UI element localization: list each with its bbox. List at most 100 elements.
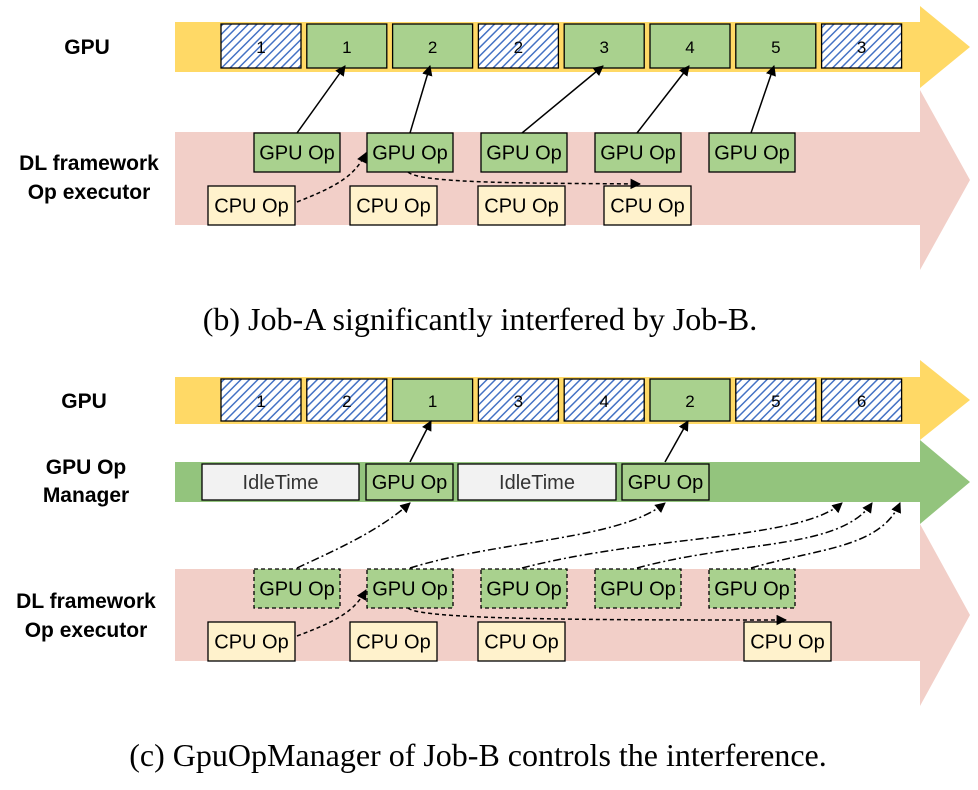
panel-c-gpu-op-2-label: GPU Op <box>372 579 448 601</box>
arrow-c-cpu-to-gpu <box>296 589 367 637</box>
panel-c-manager-item-2-box <box>365 463 454 501</box>
panel-b-cpu-op-1-box <box>207 185 296 226</box>
panel-c-manager-item-1-box <box>201 463 360 501</box>
arrow-c-op2-to-manager <box>409 502 666 569</box>
panel-c-manager-item-4-box <box>621 463 710 501</box>
panel-c-manager-item-1-label: IdleTime <box>243 472 319 494</box>
panel-c-gpu-slot-4-label: 3 <box>514 392 523 411</box>
panel-c-manager-item-2-label: GPU Op <box>372 472 448 494</box>
panel-b-cpu-ops: CPU Op CPU Op CPU Op CPU Op <box>207 185 692 226</box>
arrow-b-op5-to-slot5 <box>750 65 776 134</box>
panel-b-gpu-slot-5: 3 <box>563 23 645 69</box>
arrow-b-gpu-to-cpu <box>407 171 642 190</box>
panel-c-gpu-label: GPU <box>61 390 107 413</box>
panel-c-manager-label-line1: GPU Op <box>46 456 127 479</box>
panel-b-gpu-op-1: GPU Op <box>253 132 341 173</box>
panel-b-gpu-slot-1-box <box>220 23 302 69</box>
panel-b-gpu-op-3-label: GPU Op <box>486 143 562 165</box>
panel-b-gpu-op-4-box <box>594 132 682 173</box>
arrow-c-manager-op1-to-slot <box>409 420 432 463</box>
panel-c-gpu-slot-1: 1 <box>220 378 302 422</box>
panel-b-cpu-op-2: CPU Op <box>349 185 438 226</box>
panel-c-gpu-op-1-box <box>253 568 341 609</box>
panel-c-gpu-slot-3-label: 1 <box>428 392 437 411</box>
panel-c-gpu-slot-6-box <box>649 378 731 422</box>
panel-b-arrows <box>296 64 776 203</box>
panel-c-manager-label-line2: Manager <box>43 484 129 507</box>
panel-c-manager-item-2: GPU Op <box>365 463 454 501</box>
panel-c-manager-item-3-label: IdleTime <box>499 472 575 494</box>
panel-c-gpu-op-1: GPU Op <box>253 568 341 609</box>
panel-c-gpu-slot-2: 2 <box>306 378 388 422</box>
panel-b-caption: (b) Job-A significantly interfered by Jo… <box>203 301 758 337</box>
panel-c-gpu-slot-4: 3 <box>477 378 560 422</box>
panel-b-executor-label-line2: Op executor <box>28 181 151 204</box>
panel-c-executor-label-line1: DL framework <box>16 590 156 613</box>
panel-c-cpu-op-1-box <box>207 621 296 662</box>
panel-b-cpu-op-3-box <box>477 185 566 226</box>
panel-c-gpu-slot-5-box <box>563 378 645 422</box>
panel-b-executor-label-line1: DL framework <box>19 152 159 175</box>
panel-c-cpu-op-4-label: CPU Op <box>750 632 824 654</box>
arrow-b-op3-to-slot3 <box>521 65 604 134</box>
panel-c-gpu-op-3-box <box>480 568 568 609</box>
panel-b-cpu-op-4: CPU Op <box>603 185 692 226</box>
panel-b-gpu-slot-3-label: 2 <box>428 38 437 57</box>
panel-c-cpu-op-2-label: CPU Op <box>356 632 430 654</box>
arrow-c-op3-to-manager <box>521 502 843 569</box>
panel-c-manager-item-3: IdleTime <box>457 463 617 501</box>
panel-c-gpu-slot-4-box <box>477 378 560 422</box>
panel-c-cpu-op-4: CPU Op <box>743 621 832 662</box>
panel-c-manager-item-4: GPU Op <box>621 463 710 501</box>
panel-b-gpu-slot-7: 5 <box>735 23 817 69</box>
panel-c-gpu-slot-2-label: 2 <box>342 392 351 411</box>
panel-c-manager-items: IdleTime GPU Op IdleTime GPU Op <box>201 463 710 501</box>
panel-b-gpu-op-2-box <box>366 132 454 173</box>
panel-b-gpu-op-1-label: GPU Op <box>259 143 335 165</box>
panel-c-cpu-op-1: CPU Op <box>207 621 296 662</box>
arrow-b-op2-to-slot2 <box>409 64 433 134</box>
panel-b-cpu-op-1-label: CPU Op <box>214 196 288 218</box>
panel-c-executor-label-line2: Op executor <box>25 619 148 642</box>
panel-c-cpu-op-3-box <box>477 621 566 662</box>
panel-c-caption: (c) GpuOpManager of Job-B controls the i… <box>129 737 827 773</box>
panel-b-gpu-label: GPU <box>64 36 110 59</box>
panel-b-gpu-slot-1: 1 <box>220 23 302 69</box>
panel-c: GPU GPU Op Manager DL framework Op execu… <box>16 360 970 773</box>
panel-c-gpu-slot-5-label: 4 <box>599 392 608 411</box>
panel-b-gpu-op-4: GPU Op <box>594 132 682 173</box>
panel-c-gpu-slot-8: 6 <box>820 378 903 422</box>
panel-c-gpu-op-1-label: GPU Op <box>259 579 335 601</box>
panel-c-gpu-slot-3: 1 <box>391 378 474 422</box>
arrow-c-op1-to-manager <box>296 502 411 569</box>
panel-b-gpu-slot-4-box <box>477 23 560 69</box>
arrow-b-cpu-to-gpu <box>296 152 367 203</box>
panel-b-cpu-op-3-label: CPU Op <box>484 196 558 218</box>
panel-c-gpu-slot-8-box <box>820 378 903 422</box>
panel-b-gpu-slot-2: 1 <box>306 23 388 69</box>
panel-b-gpu-op-4-label: GPU Op <box>600 143 676 165</box>
panel-c-gpu-slot-7: 5 <box>735 378 817 422</box>
panel-b-gpu-slot-8: 3 <box>820 23 903 69</box>
panel-b-gpu-op-2: GPU Op <box>366 132 454 173</box>
panel-c-gpu-slot-7-box <box>735 378 817 422</box>
panel-c-cpu-op-3-label: CPU Op <box>484 632 558 654</box>
panel-c-cpu-op-3: CPU Op <box>477 621 566 662</box>
panel-b-gpu-op-3: GPU Op <box>480 132 568 173</box>
panel-b-gpu-slot-3: 2 <box>391 23 474 69</box>
panel-b-gpu-slot-8-box <box>820 23 903 69</box>
panel-b-cpu-op-2-box <box>349 185 438 226</box>
panel-b-cpu-op-4-box <box>603 185 692 226</box>
panel-b-gpu-slot-5-box <box>563 23 645 69</box>
panel-b-gpu-op-1-box <box>253 132 341 173</box>
panel-c-gpu-op-4-box <box>594 568 682 609</box>
panel-c-manager-item-4-label: GPU Op <box>628 472 704 494</box>
panel-b-cpu-op-4-label: CPU Op <box>610 196 684 218</box>
panel-c-gpu-op-3: GPU Op <box>480 568 568 609</box>
panel-b-gpu-slot-3-box <box>391 23 474 69</box>
panel-b-gpu-slot-8-label: 3 <box>857 38 866 57</box>
panel-b-gpu-slot-7-box <box>735 23 817 69</box>
